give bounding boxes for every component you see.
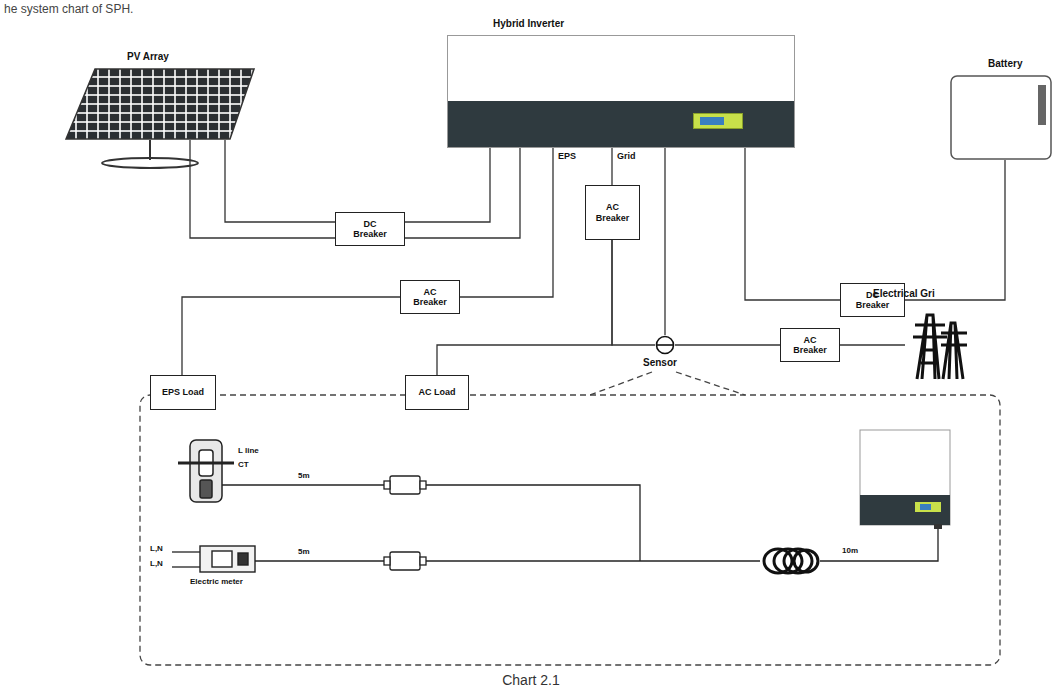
inverter-small	[920, 504, 931, 510]
wire-connector	[611, 148, 612, 185]
dc-wire	[190, 140, 335, 238]
pylon	[905, 305, 970, 380]
cable-connector	[420, 481, 426, 489]
eps-load: EPS Load	[150, 375, 216, 410]
part-label: CT	[238, 460, 249, 469]
sensor-cable	[425, 560, 760, 561]
electrical-grid: Electrical Gri	[905, 305, 970, 380]
wire-connector	[460, 148, 553, 297]
hybrid-inverter: Hybrid Inverter	[447, 35, 795, 148]
inverter-small	[915, 502, 941, 512]
part-label: Electric meter	[190, 577, 243, 586]
solar-panel	[65, 68, 255, 140]
wire-connector	[225, 140, 335, 222]
solar-panel	[66, 69, 254, 139]
ct-clamp	[178, 462, 234, 465]
inset-outline	[676, 372, 745, 395]
chart-title: he system chart of SPH.	[4, 2, 133, 16]
sensor-symbol	[657, 337, 674, 354]
ct-clamp	[190, 440, 222, 502]
cable-connector	[420, 557, 426, 565]
node-heading: Sensor	[643, 357, 677, 368]
electric-meter	[238, 553, 248, 565]
box-label: AC Breaker	[409, 287, 451, 308]
inverter-small	[860, 495, 950, 525]
sensor-symbol	[657, 344, 673, 346]
ac-breaker: AC Breaker	[400, 280, 460, 314]
node-heading: PV Array	[127, 51, 169, 62]
battery: Battery	[950, 75, 1052, 160]
sensor: Sensor	[655, 335, 675, 355]
inverter-small	[934, 524, 942, 529]
sensor-symbol	[655, 335, 675, 355]
wire-connector	[612, 240, 655, 345]
sensor-cable	[172, 485, 938, 567]
chart-caption: Chart 2.1	[0, 672, 1062, 688]
dc-breaker: DC Breaker	[335, 212, 405, 246]
dc-wire	[405, 148, 520, 238]
ac-breaker: AC Breaker	[780, 328, 840, 362]
wire-connector	[437, 240, 612, 375]
cable-length: 5m	[298, 547, 310, 556]
cable-connector	[384, 476, 426, 570]
wire-connector	[405, 148, 490, 222]
ct-clamp	[178, 440, 234, 502]
box-label: AC Breaker	[789, 335, 831, 356]
display-screen	[700, 117, 724, 125]
ac-load: AC Load	[405, 375, 469, 410]
inset-outline	[140, 372, 1000, 665]
sensor-cable	[172, 551, 200, 552]
part-label: L line	[238, 446, 259, 455]
box-label: AC Load	[419, 387, 456, 397]
sensor-cable	[172, 566, 200, 567]
battery-case	[951, 76, 1051, 159]
cable-connector	[390, 552, 420, 570]
part-label: L,N	[150, 544, 163, 553]
node-heading: Hybrid Inverter	[493, 18, 564, 29]
battery-side	[1038, 85, 1046, 125]
inverter-panel	[448, 101, 794, 147]
pv-stand	[102, 140, 198, 168]
inverter-small	[860, 430, 950, 525]
ct-clamp	[200, 480, 212, 498]
wire-connector	[840, 344, 905, 345]
cable-coil	[764, 549, 818, 573]
node-heading: Battery	[988, 58, 1022, 69]
inverter-display	[693, 113, 743, 129]
sensor-cable	[820, 528, 938, 561]
inset-outline	[590, 372, 652, 395]
cable-length: 5m	[298, 471, 310, 480]
battery-case	[950, 75, 1052, 160]
pv-array: PV Array	[65, 68, 255, 140]
cable-connector	[390, 476, 420, 494]
port-label: Grid	[617, 151, 636, 161]
wire-connector	[905, 160, 1005, 300]
wire-connector	[745, 148, 840, 300]
pylon	[913, 315, 967, 379]
box-label: DC Breaker	[349, 219, 391, 240]
port-label: EPS	[558, 151, 576, 161]
sensor-cable	[222, 484, 385, 485]
sensor-cable	[255, 560, 385, 561]
wire-connector	[675, 344, 780, 345]
cable-coil	[794, 550, 818, 572]
ac-breaker: AC Breaker	[585, 185, 640, 240]
cable-connector	[384, 481, 390, 489]
inset-outline	[140, 395, 1000, 665]
part-label: L,N	[150, 559, 163, 568]
inverter-small	[860, 430, 950, 529]
cable-length: 10m	[842, 546, 858, 555]
node-heading: Electrical Gri	[873, 288, 935, 299]
electric-meter	[200, 546, 255, 572]
wire-connector	[664, 148, 665, 335]
box-label: EPS Load	[162, 387, 204, 397]
wire-connector	[182, 297, 400, 375]
electric-meter	[212, 551, 232, 567]
box-label: AC Breaker	[592, 202, 634, 223]
sensor-cable	[425, 485, 640, 561]
cable-connector	[384, 557, 390, 565]
pv-stand	[102, 158, 198, 168]
electric-meter	[200, 546, 255, 572]
